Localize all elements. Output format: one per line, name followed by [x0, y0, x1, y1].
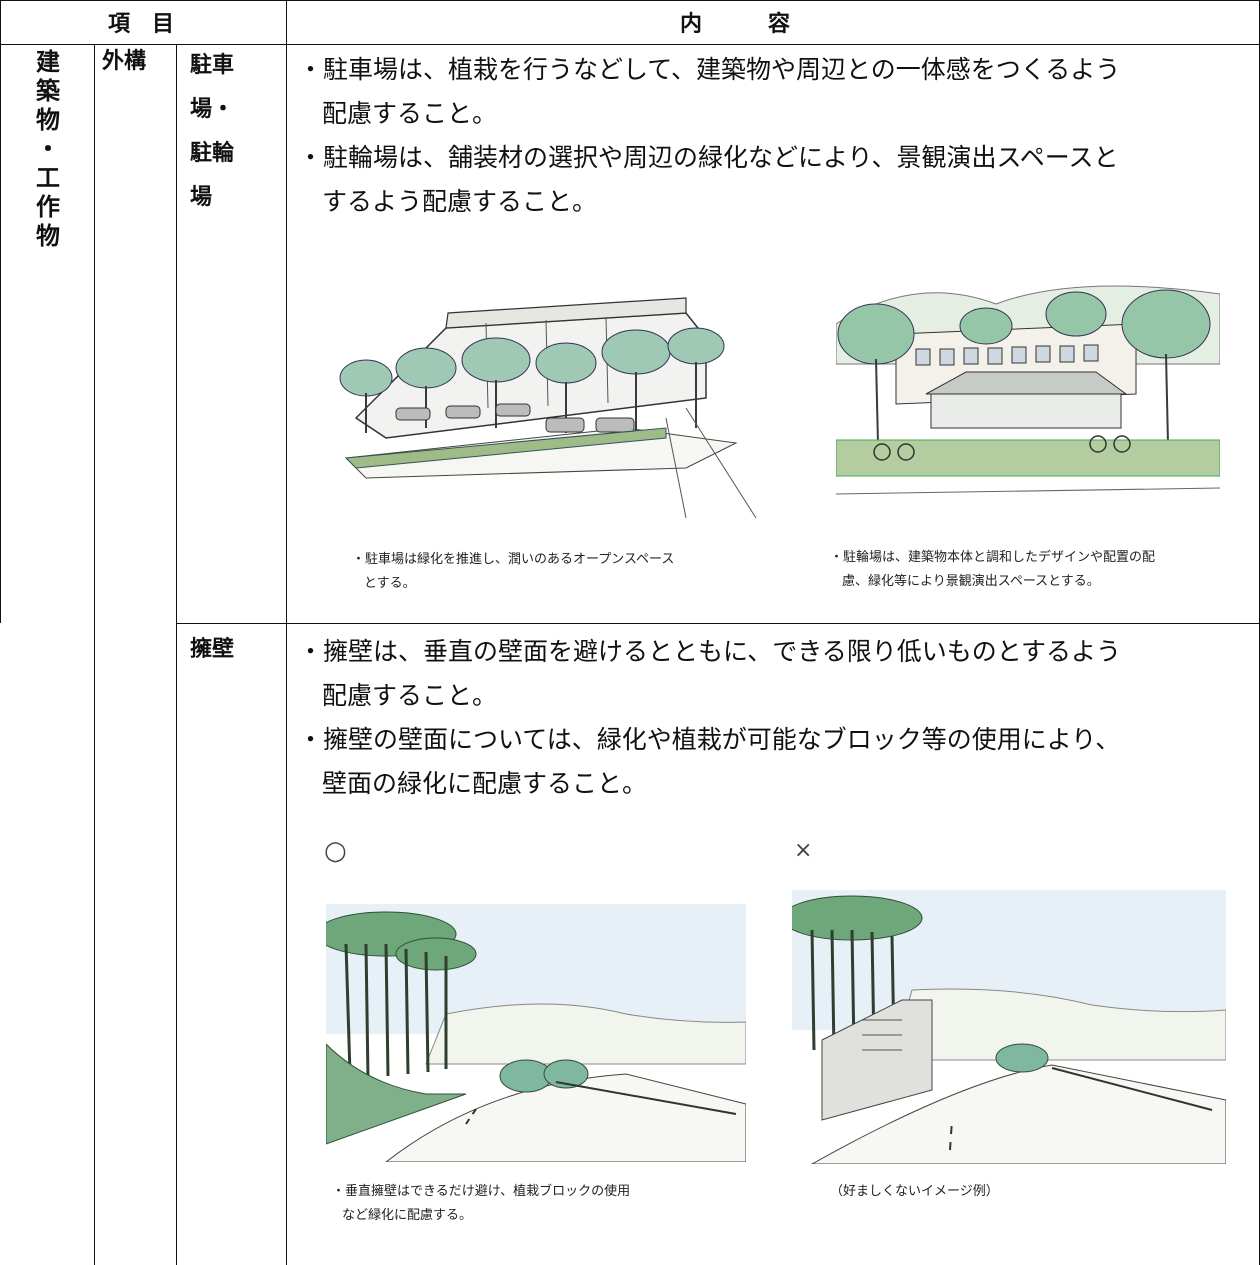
category-char: 物 — [36, 106, 60, 134]
text-line: 配慮すること。 — [322, 681, 498, 710]
header-bottom-border — [0, 44, 1260, 45]
retaining-wall-bad-illustration — [792, 890, 1226, 1164]
text-line: ・擁壁は、垂直の壁面を避けるとともに、できる限り低いものとするよう — [298, 637, 1122, 666]
caption-line: 慮、緑化等により景観演出スペースとする。 — [842, 574, 1100, 589]
caption-line: ・駐輪場は、建築物本体と調和したデザインや配置の配 — [830, 550, 1156, 565]
section1-label: 駐車 場・ 駐輪 場 — [190, 44, 234, 220]
section1-text: ・駐車場は、植栽を行うなどして、建築物や周辺との一体感をつくるよう 配慮すること… — [298, 48, 1248, 224]
bicycle-parking-caption: ・駐輪場は、建築物本体と調和したデザインや配置の配 慮、緑化等により景観演出スペ… — [830, 546, 1255, 594]
header-item-column: 項 目 — [108, 12, 175, 37]
text-line: 壁面の緑化に配慮すること。 — [322, 769, 648, 798]
text-line: 配慮すること。 — [322, 99, 498, 128]
category-char: 築 — [36, 77, 60, 105]
section2-label: 擁壁 — [190, 637, 235, 662]
table-left-border — [0, 0, 1, 623]
retaining-wall-good-illustration — [326, 904, 746, 1162]
section1-label-line: 場 — [190, 185, 213, 210]
col-divider-3 — [286, 0, 287, 1265]
header-content-column: 内 容 — [680, 12, 791, 37]
parking-illustration — [326, 268, 762, 520]
bad-example-mark: × — [794, 838, 813, 863]
section-divider — [176, 623, 1260, 624]
retaining-wall-good-caption: ・垂直擁壁はできるだけ避け、植栽ブロックの使用 など緑化に配慮する。 — [332, 1180, 762, 1228]
category-char: 作 — [36, 193, 60, 221]
section2-text: ・擁壁は、垂直の壁面を避けるとともに、できる限り低いものとするよう 配慮すること… — [298, 630, 1248, 806]
text-line: ・駐輪場は、舗装材の選択や周辺の緑化などにより、景観演出スペースと — [298, 143, 1119, 172]
text-line: するよう配慮すること。 — [322, 187, 598, 216]
caption-line: ・駐車場は緑化を推進し、潤いのあるオープンスペース — [352, 552, 675, 567]
caption-line: など緑化に配慮する。 — [342, 1208, 473, 1223]
caption-line: とする。 — [364, 576, 416, 591]
parking-caption: ・駐車場は緑化を推進し、潤いのあるオープンスペース とする。 — [352, 548, 782, 596]
category-char: 工 — [36, 164, 60, 192]
text-line: ・駐車場は、植栽を行うなどして、建築物や周辺との一体感をつくるよう — [298, 55, 1121, 84]
section1-label-line: 駐輪 — [190, 141, 235, 166]
category-char: 建 — [36, 48, 60, 76]
bicycle-parking-illustration — [836, 254, 1220, 516]
good-example-mark: ○ — [324, 836, 347, 866]
text-line: ・擁壁の壁面については、緑化や植栽が可能なブロック等の使用により、 — [298, 725, 1121, 754]
category-vertical-label: 建 築 物 ・ 工 作 物 — [28, 48, 68, 251]
caption-line: ・垂直擁壁はできるだけ避け、植栽ブロックの使用 — [332, 1184, 631, 1199]
subcategory-label: 外構 — [102, 49, 147, 74]
category-char: ・ — [36, 135, 60, 163]
section1-label-line: 駐車 — [190, 53, 235, 78]
category-char: 物 — [36, 222, 60, 250]
col-divider-2 — [176, 44, 177, 1265]
section1-label-line: 場・ — [190, 97, 235, 122]
table-top-border — [0, 0, 1260, 1]
retaining-wall-bad-caption: （好ましくないイメージ例） — [830, 1184, 999, 1199]
col-divider-1 — [94, 44, 95, 1265]
